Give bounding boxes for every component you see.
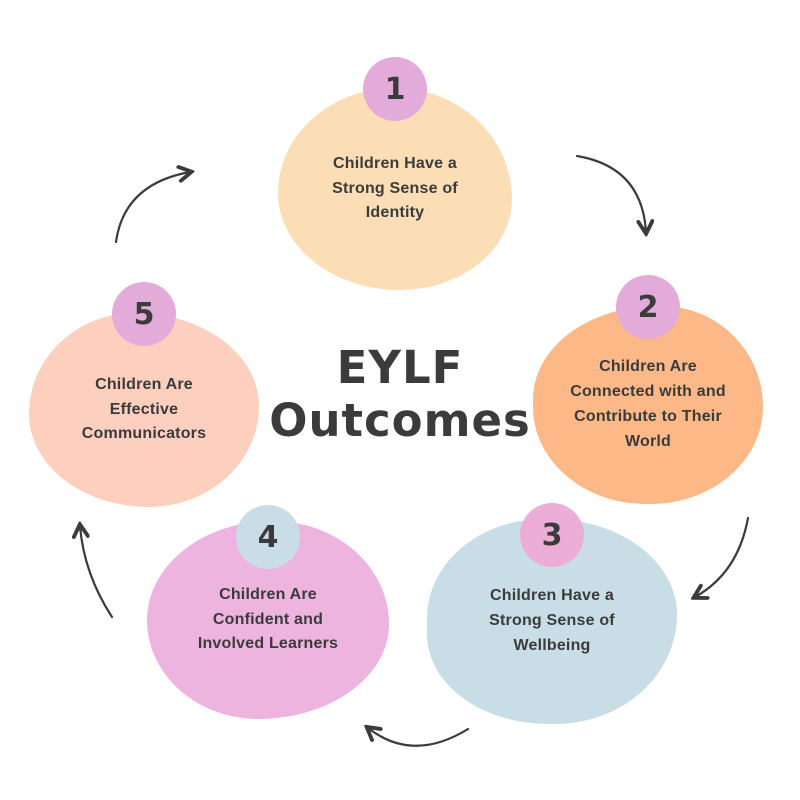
outcome-2-number-badge: 2 <box>616 275 680 339</box>
outcome-3-number: 3 <box>541 517 563 553</box>
outcome-1-number-badge: 1 <box>363 57 427 121</box>
outcome-2-number: 2 <box>637 289 659 325</box>
outcome-2-label: Children Are Connected with and Contribu… <box>570 358 726 450</box>
outcome-5-label: Children Are Effective Communicators <box>81 375 207 443</box>
outcome-5: 5 Children Are Effective Communicators <box>29 282 259 507</box>
diagram-title-line2: Outcomes <box>269 394 531 448</box>
outcome-4-number: 4 <box>257 519 279 555</box>
outcome-3: 3 Children Have a Strong Sense of Wellbe… <box>427 503 677 724</box>
arrow-5-to-1-icon <box>114 172 190 244</box>
arrow-1-to-2-icon <box>575 154 646 232</box>
outcome-2: 2 Children Are Connected with and Contri… <box>533 275 763 504</box>
outcome-2-blob <box>533 306 763 504</box>
outcome-1-label: Children Have a Strong Sense of Identity <box>332 154 458 222</box>
outcome-3-label: Children Have a Strong Sense of Wellbein… <box>489 587 615 654</box>
outcome-4: 4 Children Are Confident and Involved Le… <box>147 505 389 719</box>
outcome-1: 1 Children Have a Strong Sense of Identi… <box>278 57 512 290</box>
outcome-1-blob <box>278 88 512 290</box>
outcome-1-number: 1 <box>384 71 406 107</box>
outcome-3-number-badge: 3 <box>520 503 584 567</box>
outcome-4-number-badge: 4 <box>236 505 300 569</box>
arrow-4-to-5-icon <box>80 526 114 619</box>
diagram-title: EYLF Outcomes <box>0 341 800 447</box>
outcome-5-number-badge: 5 <box>112 282 176 346</box>
diagram-title-line1: EYLF <box>336 341 464 394</box>
outcome-5-number: 5 <box>133 296 155 332</box>
arrow-2-to-3-icon <box>695 516 750 597</box>
arrow-3-to-4-icon <box>368 728 470 747</box>
outcome-4-label: Children Are Confident and Involved Lear… <box>197 585 339 653</box>
